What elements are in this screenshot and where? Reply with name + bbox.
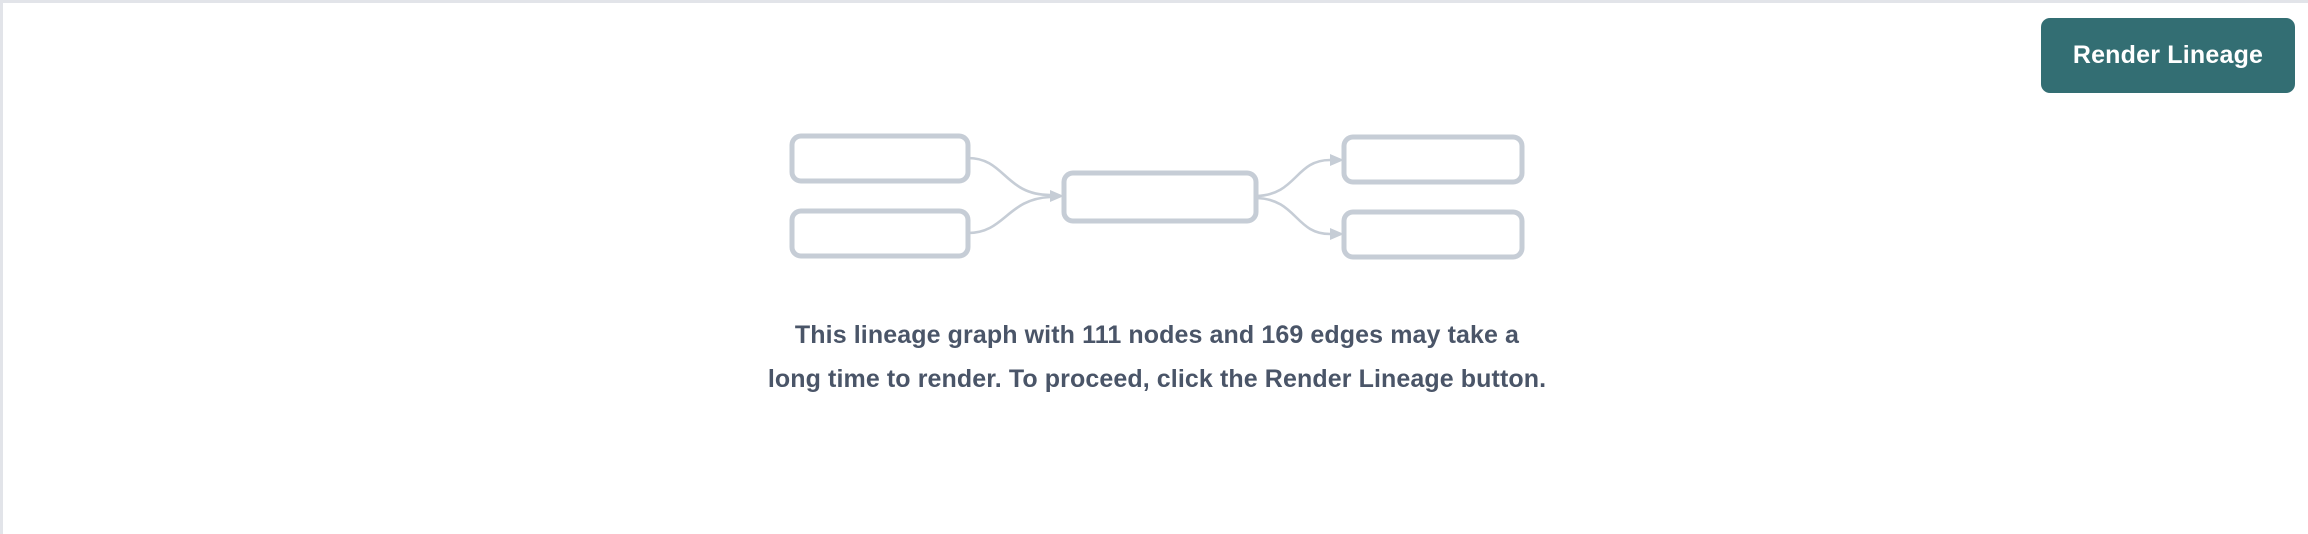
lineage-placeholder: This lineage graph with 111 nodes and 16… [3,3,2308,534]
edge-center-target2 [1255,196,1331,236]
graph-node-source-1 [789,133,971,184]
edge-arrowhead-target2 [1330,228,1344,240]
graph-node-target-1 [1341,134,1525,185]
lineage-graph-icon [789,133,1525,260]
render-lineage-button[interactable]: Render Lineage [2041,18,2295,93]
graph-node-source-2 [789,208,971,259]
graph-node-center-1 [1061,170,1259,224]
graph-node-target-2 [1341,209,1525,260]
edge-source2-center [967,195,1051,235]
lineage-warning-message: This lineage graph with 111 nodes and 16… [767,321,1547,393]
edge-source1-center [967,156,1051,197]
edge-arrowhead-target1 [1330,154,1344,166]
edge-arrowhead-center [1050,190,1064,202]
edge-center-target1 [1255,158,1331,198]
